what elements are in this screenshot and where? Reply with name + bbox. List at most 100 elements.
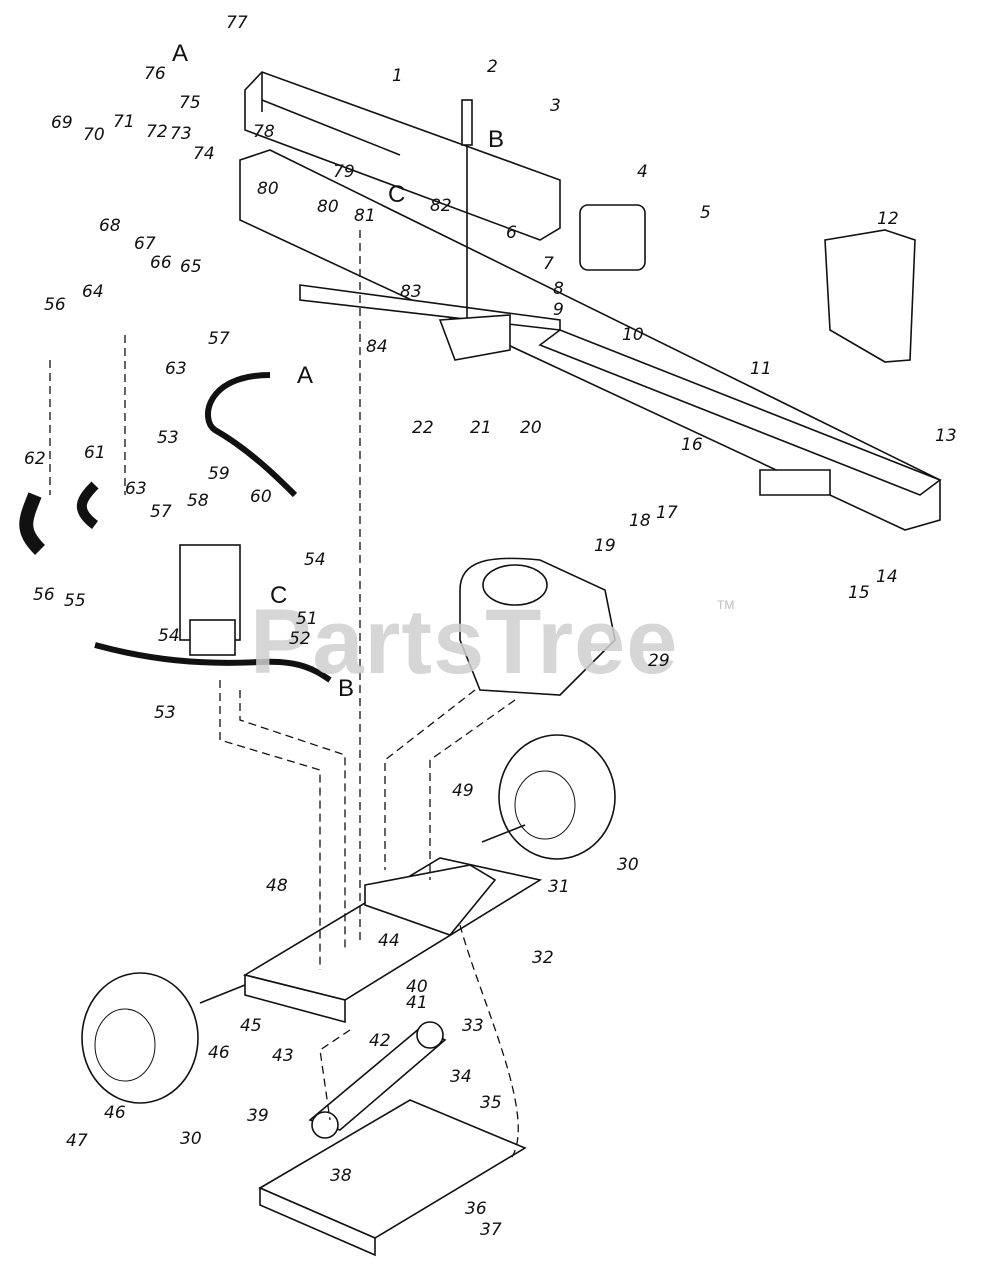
control-valve[interactable] (179, 544, 241, 656)
callout-20[interactable]: 20 (520, 418, 542, 438)
callout-80-upper[interactable]: 80 (257, 179, 279, 199)
callout-58[interactable]: 58 (187, 491, 209, 511)
callout-53-upper[interactable]: 53 (157, 428, 179, 448)
callout-41[interactable]: 41 (406, 993, 428, 1013)
callout-60[interactable]: 60 (250, 487, 272, 507)
callout-31[interactable]: 31 (548, 877, 570, 897)
hydraulic-pump[interactable] (579, 204, 646, 271)
callout-4[interactable]: 4 (637, 162, 648, 182)
callout-82[interactable]: 82 (430, 196, 452, 216)
callout-70[interactable]: 70 (83, 125, 105, 145)
callout-17[interactable]: 17 (656, 503, 678, 523)
callout-38[interactable]: 38 (330, 1166, 352, 1186)
callout-75[interactable]: 75 (179, 93, 201, 113)
callout-30-right[interactable]: 30 (617, 855, 639, 875)
callout-48[interactable]: 48 (266, 876, 288, 896)
callout-16[interactable]: 16 (681, 435, 703, 455)
wedge-plate[interactable] (824, 229, 916, 363)
callout-19[interactable]: 19 (594, 536, 616, 556)
callout-40[interactable]: 40 (406, 977, 428, 997)
callout-66[interactable]: 66 (150, 253, 172, 273)
callout-65[interactable]: 65 (180, 257, 202, 277)
callout-53-lower[interactable]: 53 (154, 703, 176, 723)
callout-14[interactable]: 14 (876, 567, 898, 587)
callout-46-lower[interactable]: 46 (104, 1103, 126, 1123)
callout-35[interactable]: 35 (480, 1093, 502, 1113)
callout-36[interactable]: 36 (465, 1199, 487, 1219)
callout-44[interactable]: 44 (378, 931, 400, 951)
callout-54-right[interactable]: 54 (304, 550, 326, 570)
callout-42[interactable]: 42 (369, 1031, 391, 1051)
callout-21[interactable]: 21 (470, 418, 492, 438)
callout-7[interactable]: 7 (543, 254, 554, 274)
callout-13[interactable]: 13 (935, 426, 957, 446)
callout-30-left[interactable]: 30 (180, 1129, 202, 1149)
callout-56-upper[interactable]: 56 (44, 295, 66, 315)
callout-33[interactable]: 33 (462, 1016, 484, 1036)
main-frame[interactable] (242, 857, 543, 1024)
callout-78[interactable]: 78 (253, 122, 275, 142)
callout-8[interactable]: 8 (553, 279, 564, 299)
callout-54-left[interactable]: 54 (158, 626, 180, 646)
callout-74[interactable]: 74 (193, 144, 215, 164)
callout-64[interactable]: 64 (82, 282, 104, 302)
callout-61[interactable]: 61 (84, 443, 106, 463)
callout-37[interactable]: 37 (480, 1220, 502, 1240)
callout-68[interactable]: 68 (99, 216, 121, 236)
callout-18[interactable]: 18 (629, 511, 651, 531)
callout-79[interactable]: 79 (333, 162, 355, 182)
engine[interactable] (459, 557, 616, 696)
callout-56-lower[interactable]: 56 (33, 585, 55, 605)
callout-71[interactable]: 71 (113, 112, 135, 132)
callout-3[interactable]: 3 (550, 96, 561, 116)
callout-15[interactable]: 15 (848, 583, 870, 603)
callout-84[interactable]: 84 (366, 337, 388, 357)
callout-81[interactable]: 81 (354, 206, 376, 226)
callout-62[interactable]: 62 (24, 449, 46, 469)
callout-51[interactable]: 51 (296, 609, 318, 629)
drawbar[interactable] (308, 1021, 447, 1139)
callout-12[interactable]: 12 (877, 209, 899, 229)
callout-59[interactable]: 59 (208, 464, 230, 484)
callout-22[interactable]: 22 (412, 418, 434, 438)
callout-73[interactable]: 73 (170, 124, 192, 144)
callout-57-lower[interactable]: 57 (150, 502, 172, 522)
callout-63-upper[interactable]: 63 (165, 359, 187, 379)
wheel-left[interactable] (81, 972, 199, 1104)
callout-67[interactable]: 67 (134, 234, 156, 254)
callout-2[interactable]: 2 (487, 57, 498, 77)
wheel-right[interactable] (498, 734, 616, 860)
splitter-beam[interactable] (239, 149, 942, 531)
assembly-line-1 (219, 680, 321, 970)
callout-10[interactable]: 10 (622, 325, 644, 345)
callout-32[interactable]: 32 (532, 948, 554, 968)
callout-57-upper[interactable]: 57 (208, 329, 230, 349)
callout-29[interactable]: 29 (648, 651, 670, 671)
callout-9[interactable]: 9 (553, 300, 564, 320)
hydraulic-cylinder[interactable] (244, 71, 561, 241)
assembly-line-8 (459, 924, 519, 1161)
callout-45[interactable]: 45 (240, 1016, 262, 1036)
callout-63-lower[interactable]: 63 (125, 479, 147, 499)
callout-1[interactable]: 1 (392, 66, 403, 86)
callout-5[interactable]: 5 (700, 203, 711, 223)
callout-39[interactable]: 39 (247, 1106, 269, 1126)
callout-76[interactable]: 76 (144, 64, 166, 84)
callout-69[interactable]: 69 (51, 113, 73, 133)
callout-46-upper[interactable]: 46 (208, 1043, 230, 1063)
callout-43[interactable]: 43 (272, 1046, 294, 1066)
assembly-line-9 (319, 1029, 351, 1121)
callout-6[interactable]: 6 (506, 223, 517, 243)
callout-52[interactable]: 52 (289, 629, 311, 649)
callout-83[interactable]: 83 (400, 282, 422, 302)
callout-47[interactable]: 47 (66, 1131, 88, 1151)
callout-11[interactable]: 11 (750, 359, 772, 379)
callout-55[interactable]: 55 (64, 591, 86, 611)
callout-49[interactable]: 49 (452, 781, 474, 801)
callout-77[interactable]: 77 (226, 13, 248, 33)
callout-80-lower[interactable]: 80 (317, 197, 339, 217)
lower-support[interactable] (258, 1099, 527, 1257)
callout-72[interactable]: 72 (146, 122, 168, 142)
control-lever[interactable] (438, 99, 511, 361)
callout-34[interactable]: 34 (450, 1067, 472, 1087)
